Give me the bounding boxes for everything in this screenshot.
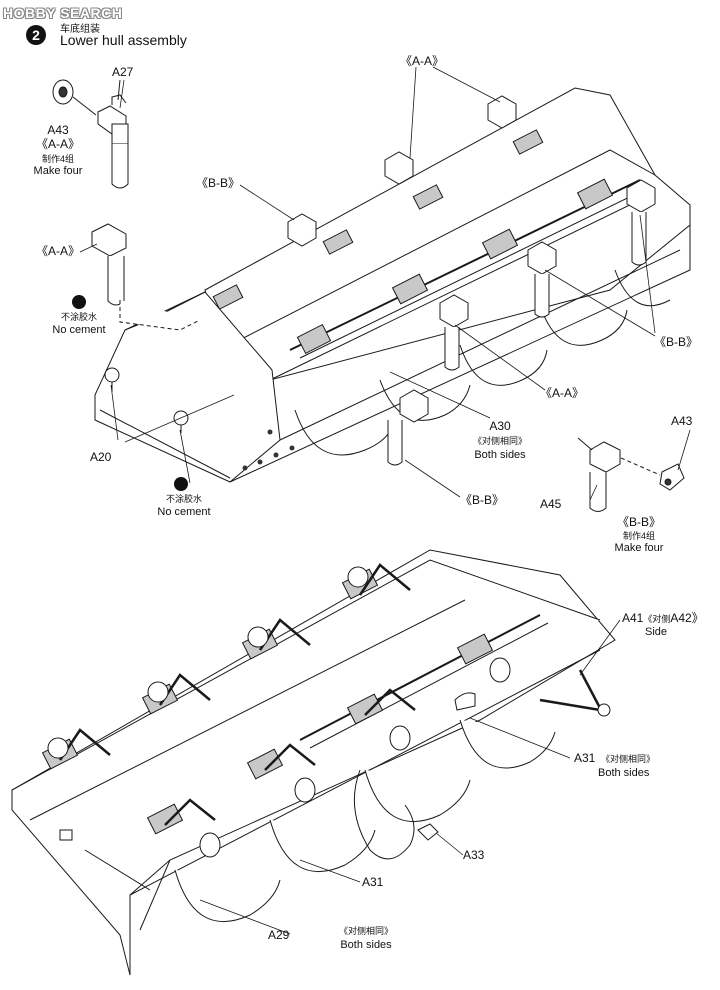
label-make4-en-top: Make four (33, 165, 83, 177)
label-a41-cn: 《对侧 (643, 614, 671, 624)
label-both-en-1: Both sides (474, 449, 526, 461)
lower-loop-and-a33 (353, 692, 476, 860)
leader-lines-top (79, 66, 691, 501)
label-a31-bottom: A31 (362, 875, 384, 889)
watermark: HOBBY SEARCH (3, 5, 123, 21)
aa-left-arm (91, 223, 201, 331)
a45-a43-detail (577, 437, 685, 512)
label-a41-part: A41 (622, 611, 644, 625)
label-nocement-en-1: No cement (52, 324, 106, 336)
leader-lines-bottom (199, 619, 621, 935)
upper-arms-row (287, 95, 656, 466)
label-nocement-cn-2: 不涂胶水 (165, 494, 203, 504)
label-a45: A45 (540, 497, 562, 511)
label-a27: A27 (112, 65, 134, 79)
label-bb-mid: 《B-B》 (460, 493, 505, 507)
label-both-cn-1: 《对侧相同》 (472, 436, 528, 446)
label-a20: A20 (90, 450, 112, 464)
label-a33: A33 (463, 848, 485, 862)
a27-detail-drawing (52, 79, 129, 189)
label-a42-part: A42》 (670, 611, 704, 625)
label-a31-right: A31 (574, 751, 596, 765)
label-aa-upper: 《A-A》 (400, 54, 445, 68)
upper-hull-drawing (94, 87, 691, 483)
upper-suspension-units (212, 129, 614, 355)
label-aa-left: 《A-A》 (36, 244, 81, 258)
label-make4-cn-top: 制作4组 (41, 154, 75, 164)
label-a43-top: A43 (47, 123, 69, 137)
label-both-en-3: Both sides (340, 939, 392, 951)
label-aa-top: 《A-A》 (35, 137, 81, 151)
label-bb-upper: 《B-B》 (196, 176, 241, 190)
lower-road-arm-hubs (47, 566, 611, 858)
label-a41: A41《对侧A42》 (622, 612, 704, 626)
label-bb-detail: 《B-B》 (616, 515, 662, 529)
label-both-cn-3: 《对侧相同》 (338, 926, 394, 936)
step-number-badge: 2 (26, 25, 46, 45)
label-make4-en-right: Make four (614, 542, 664, 554)
label-aa-mid: 《A-A》 (540, 386, 585, 400)
label-both-en-2: Both sides (598, 767, 650, 779)
a20-hooks (104, 367, 189, 433)
label-a43-right: A43 (671, 414, 693, 428)
step-title-cn: 车底组装 (60, 24, 100, 35)
label-make4-cn-right: 制作4组 (622, 531, 656, 541)
label-bb-right: 《B-B》 (654, 335, 699, 349)
step-title-en: Lower hull assembly (60, 32, 187, 48)
label-side: Side (644, 626, 668, 638)
label-nocement-cn-1: 不涂胶水 (60, 312, 98, 322)
label-a30: A30 (489, 419, 511, 433)
label-both-cn-2: 《对侧相同》 (601, 754, 656, 764)
no-cement-icons (72, 295, 188, 491)
label-nocement-en-2: No cement (157, 506, 211, 518)
label-a29: A29 (268, 928, 290, 942)
